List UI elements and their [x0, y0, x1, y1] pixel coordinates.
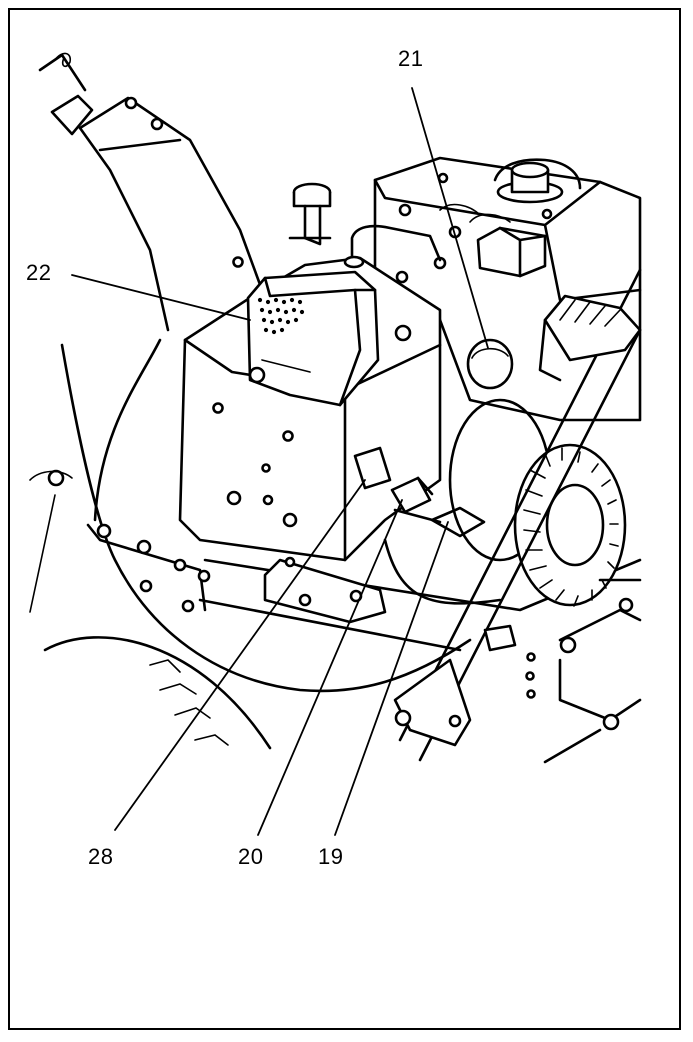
callout-22: 22 — [26, 260, 52, 285]
leader-20 — [257, 499, 403, 836]
auger-housing — [29, 338, 472, 750]
engine-block — [178, 182, 486, 562]
leader-28 — [114, 479, 366, 831]
callout-19: 19 — [318, 844, 344, 869]
leader-19 — [334, 521, 449, 836]
leader-22 — [71, 274, 251, 321]
callout-20: 20 — [238, 844, 264, 869]
leader-21 — [411, 87, 489, 349]
recoil-starter — [383, 398, 627, 607]
callout-leaders — [71, 87, 489, 836]
callout-21: 21 — [398, 46, 424, 71]
callout-28: 28 — [88, 844, 114, 869]
discharge-chute — [38, 52, 264, 332]
handle-and-linkage — [393, 268, 642, 764]
